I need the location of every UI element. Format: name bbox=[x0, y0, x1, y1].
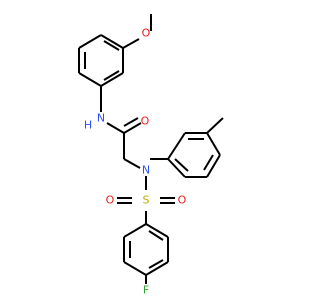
atom-o-carbonyl: O bbox=[141, 115, 150, 128]
atom-o-sulfonyl-right: O bbox=[178, 194, 187, 207]
methoxyphenyl-ring bbox=[78, 34, 124, 87]
carbonyl-bond-a bbox=[123, 122, 142, 134]
atom-n-amide: N bbox=[97, 112, 105, 125]
atom-s: S bbox=[143, 194, 150, 207]
fluorophenyl-ring bbox=[123, 223, 169, 276]
atom-f: F bbox=[143, 284, 149, 297]
structure-svg: O N H O N S O O F bbox=[78, 14, 224, 297]
nh-carbonyl-bond bbox=[106, 122, 125, 134]
atom-n-sulfonamide: N bbox=[142, 164, 150, 177]
methoxy-bond bbox=[122, 38, 140, 49]
tolyl-ring bbox=[150, 132, 221, 178]
atom-o-sulfonyl-left: O bbox=[106, 194, 115, 207]
tolyl-methyl-bond bbox=[206, 117, 224, 134]
atom-o-methoxy: O bbox=[142, 27, 151, 40]
carbonyl-bond-b bbox=[123, 117, 139, 127]
ch2-n-bond bbox=[123, 158, 141, 169]
molecule-diagram: O N H O N S O O F bbox=[78, 14, 224, 297]
atom-h-amide: H bbox=[84, 119, 92, 132]
